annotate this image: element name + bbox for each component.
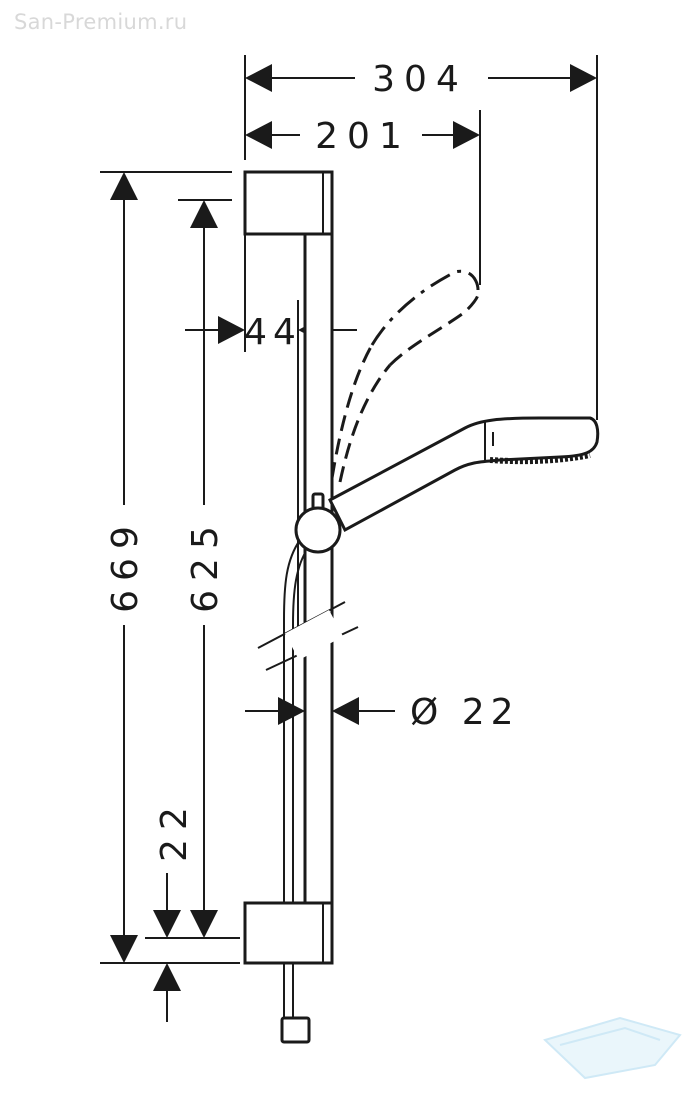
dim-rail-length: 625 [178,199,232,938]
top-wall-bracket [243,170,334,236]
rail-length-label: 625 [185,517,226,613]
handshower-alt-position [330,269,480,483]
handshower-reach-label: 201 [315,116,411,157]
dim-bracket-height: 22 [145,798,240,1022]
hose-connector [280,1016,311,1044]
dim-overall-height: 669 [100,171,240,964]
shower-rail [297,230,334,906]
dim-handshower-reach: 201 [245,110,481,285]
dim-overall-width: 304 [244,55,598,420]
break-lines [257,601,359,671]
slider-holder [294,492,342,554]
rail-diameter-label: Ø 22 [410,692,520,733]
bracket-height-label: 22 [154,798,195,862]
rail-offset-label: 44 [244,312,302,353]
logo-icon [543,1016,682,1080]
bottom-wall-bracket [243,901,334,965]
watermark-text: San-Premium.ru [14,10,188,34]
overall-height-label: 669 [105,517,146,613]
dim-rail-diameter: Ø 22 [245,692,520,733]
handshower [328,416,600,533]
overall-width-label: 304 [372,59,468,100]
